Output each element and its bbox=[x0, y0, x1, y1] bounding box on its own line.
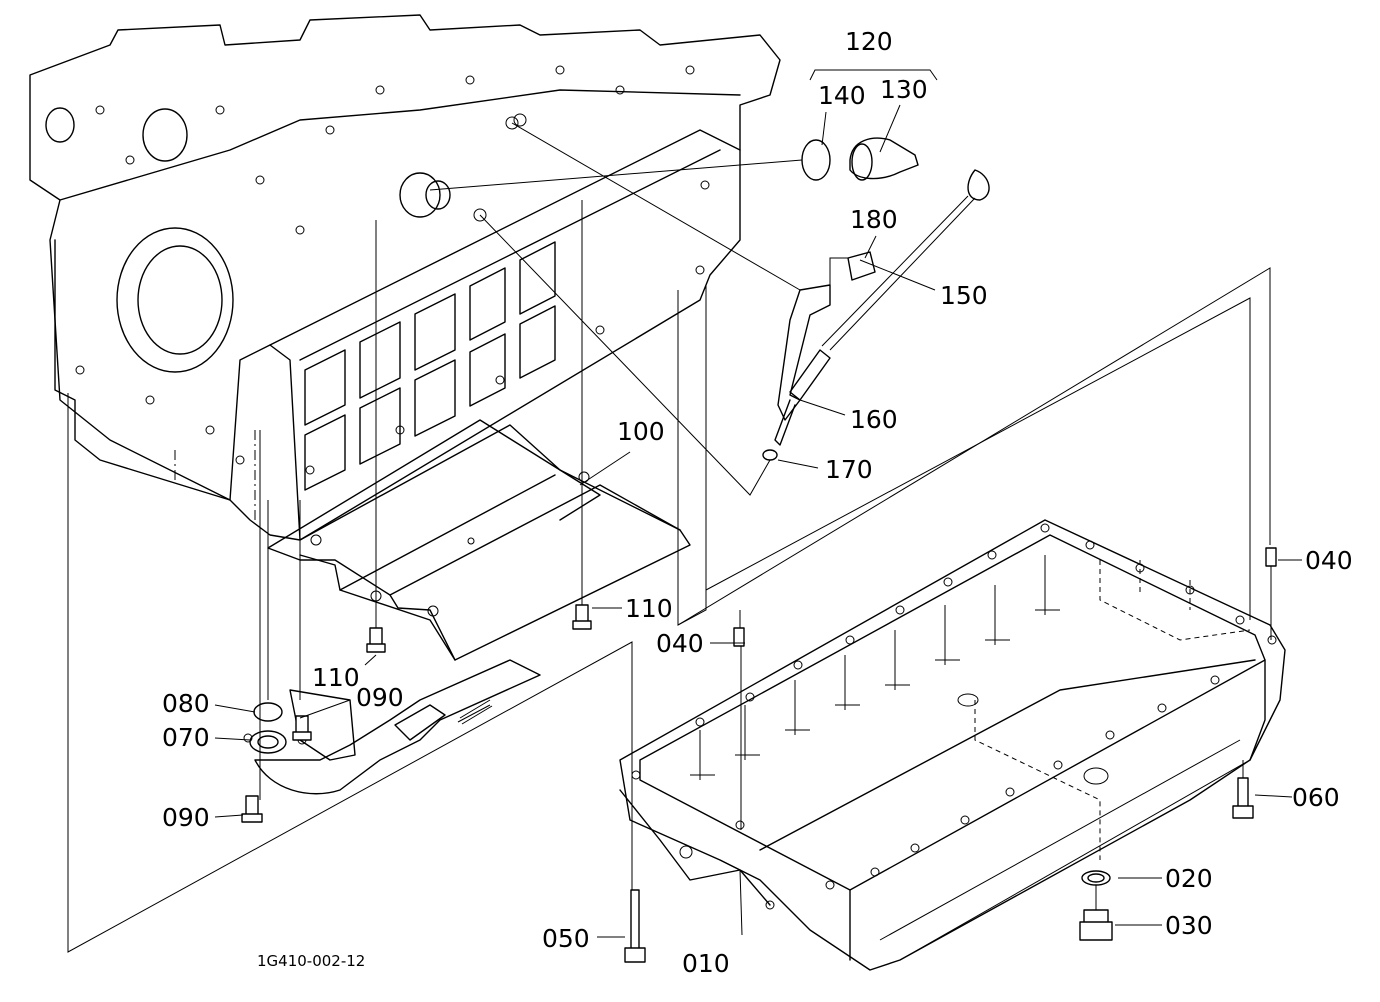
callout-020: 020 bbox=[1165, 864, 1213, 893]
center-lines bbox=[174, 430, 256, 520]
callout-090-lower: 090 bbox=[162, 803, 210, 832]
callout-070: 070 bbox=[162, 723, 210, 752]
callout-040-right: 040 bbox=[1305, 546, 1353, 575]
strainer-o-ring bbox=[253, 702, 283, 722]
strainer-bolts bbox=[241, 604, 592, 823]
callout-050: 050 bbox=[542, 924, 590, 953]
callout-180: 180 bbox=[850, 205, 898, 234]
bolt-050 bbox=[630, 889, 640, 951]
bolt-060 bbox=[1237, 777, 1249, 809]
dowel-pin-040b bbox=[733, 627, 745, 647]
callout-040-left: 040 bbox=[656, 629, 704, 658]
callout-110-left: 110 bbox=[312, 663, 360, 692]
drawing-code: 1G410-002-12 bbox=[257, 952, 365, 970]
callout-080: 080 bbox=[162, 689, 210, 718]
oil-pan-ribs bbox=[690, 555, 1060, 780]
callout-100: 100 bbox=[617, 417, 665, 446]
callout-140: 140 bbox=[818, 81, 866, 110]
block-bolt-holes bbox=[75, 65, 710, 475]
callout-030: 030 bbox=[1165, 911, 1213, 940]
leader-lines bbox=[214, 104, 1302, 938]
bolt-180 bbox=[847, 251, 876, 281]
callout-090-upper: 090 bbox=[356, 683, 404, 712]
callout-150: 150 bbox=[940, 281, 988, 310]
callout-130: 130 bbox=[880, 75, 928, 104]
block-panel-grid bbox=[304, 241, 556, 491]
o-ring-140 bbox=[801, 139, 831, 181]
callout-120: 120 bbox=[845, 27, 893, 56]
dowel-pin-040a bbox=[1265, 547, 1277, 567]
callout-110-right: 110 bbox=[625, 594, 673, 623]
oil-pan-baffle-plate bbox=[267, 419, 691, 661]
engine-block bbox=[29, 14, 781, 541]
callout-060: 060 bbox=[1292, 783, 1340, 812]
washer-020 bbox=[1081, 870, 1111, 886]
oil-pan bbox=[619, 519, 1286, 971]
cap-130 bbox=[849, 137, 919, 180]
callout-160: 160 bbox=[850, 405, 898, 434]
callout-170: 170 bbox=[825, 455, 873, 484]
oil-pan-flange-holes bbox=[631, 523, 1277, 910]
callout-010: 010 bbox=[682, 949, 730, 978]
callout-labels: 120 140 130 180 150 160 170 100 110 110 … bbox=[162, 27, 1353, 978]
assembly-reference-lines bbox=[67, 69, 1272, 953]
drain-plug-and-fasteners bbox=[624, 547, 1277, 963]
